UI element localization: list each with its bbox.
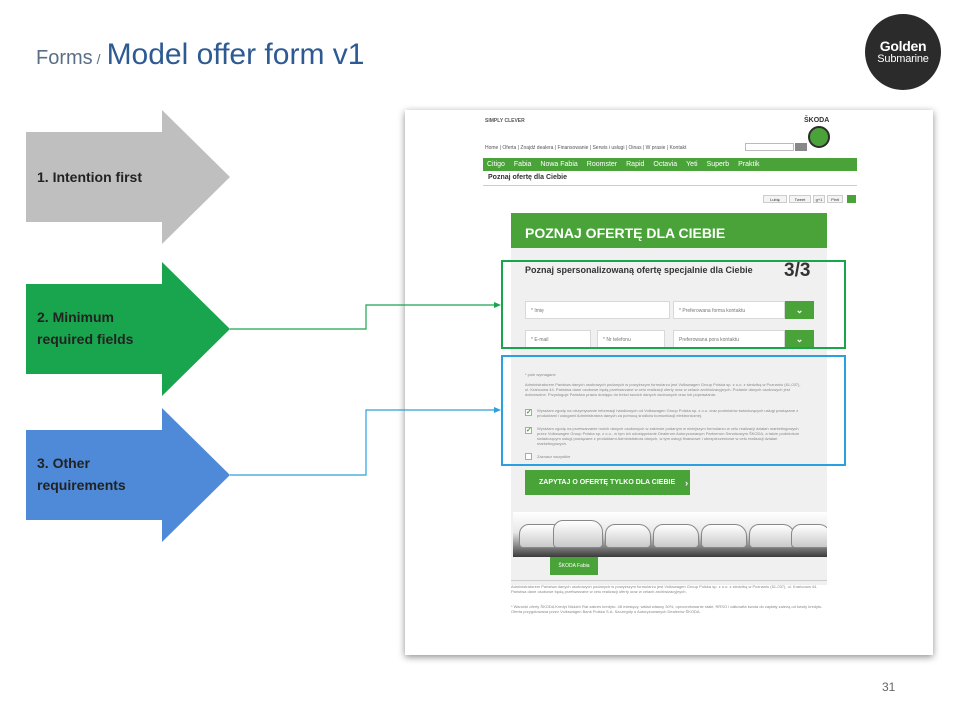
nav-item-praktik[interactable]: Praktik bbox=[738, 161, 760, 168]
arrow-shape bbox=[26, 262, 230, 396]
step-indicator: 3/3 bbox=[784, 260, 811, 281]
connector-arrowhead bbox=[494, 407, 501, 413]
consent-text-1: Wyrażam zgodę na otrzymywanie informacji… bbox=[537, 408, 799, 418]
simply-clever-tagline: SIMPLY CLEVER bbox=[485, 118, 525, 124]
chevron-down-icon[interactable]: ⌄ bbox=[785, 330, 814, 348]
page-number: 31 bbox=[882, 680, 896, 694]
select-all-checkbox[interactable] bbox=[525, 453, 532, 460]
required-note: * pole wymagane bbox=[525, 372, 556, 377]
car-image bbox=[749, 524, 795, 548]
arrow-shape bbox=[26, 110, 230, 244]
car-image bbox=[701, 524, 747, 548]
other-requirements-highlight bbox=[501, 355, 846, 466]
car-lineup-image bbox=[513, 512, 827, 557]
skoda-wordmark: ŠKODA bbox=[804, 117, 830, 124]
select-all-label: Zaznacz wszystkie bbox=[537, 454, 571, 459]
consent-checkbox-1[interactable]: ✓ bbox=[525, 409, 532, 416]
company-logo: Golden Submarine bbox=[865, 14, 941, 90]
cta-label: ZAPYTAJ O OFERTĘ TYLKO DLA CIEBIE bbox=[539, 479, 676, 486]
screenshot-page-heading: Poznaj ofertę dla Ciebie bbox=[488, 174, 567, 181]
search-button[interactable] bbox=[795, 143, 807, 151]
skoda-logo-icon bbox=[808, 126, 830, 148]
divider bbox=[511, 580, 827, 581]
nav-item-octavia[interactable]: Octavia bbox=[653, 161, 678, 168]
car-image bbox=[553, 520, 603, 548]
breadcrumb-separator: / bbox=[96, 51, 101, 67]
footer-note-1: Administratorem Państwa danych osobowych… bbox=[511, 584, 818, 594]
arrow-shape bbox=[26, 408, 230, 542]
chevron-down-icon[interactable]: ⌄ bbox=[785, 301, 814, 319]
divider bbox=[483, 185, 857, 186]
pinterest-button[interactable]: Pinit bbox=[827, 195, 843, 203]
car-image bbox=[791, 524, 827, 548]
request-offer-button[interactable]: ZAPYTAJ O OFERTĘ TYLKO DLA CIEBIE › bbox=[525, 470, 690, 495]
car-image bbox=[653, 524, 699, 548]
facebook-like-button[interactable]: Lubię bbox=[763, 195, 787, 203]
arrow-intention-first: 1. Intention first bbox=[26, 110, 230, 244]
consent-checkbox-2[interactable]: ✓ bbox=[525, 427, 532, 434]
nav-item-rapid[interactable]: Rapid bbox=[626, 161, 645, 168]
model-navigation: Citigo Fabia Nowa Fabia Roomster Rapid O… bbox=[483, 158, 857, 171]
logo-line-1: Golden bbox=[879, 38, 927, 54]
model-tag[interactable]: ŠKODA Fabia bbox=[550, 557, 598, 575]
nav-item-yeti[interactable]: Yeti bbox=[686, 161, 698, 168]
arrow-label: 3. Other requirements bbox=[37, 455, 126, 493]
nav-item-roomster[interactable]: Roomster bbox=[586, 161, 618, 168]
nav-item-superb[interactable]: Superb bbox=[706, 161, 730, 168]
chevron-right-icon: › bbox=[685, 477, 689, 488]
google-plus-button[interactable]: g+1 bbox=[813, 195, 825, 203]
connector-minimum-fields bbox=[230, 304, 496, 330]
breadcrumb: Forms bbox=[36, 47, 93, 69]
nav-item-nowa-fabia[interactable]: Nowa Fabia bbox=[540, 161, 578, 168]
share-icon[interactable] bbox=[847, 195, 856, 203]
footer-note-2: * Warunki oferty ŠKODA Kredyt Niskich Ra… bbox=[511, 604, 823, 614]
tweet-button[interactable]: Tweet bbox=[789, 195, 811, 203]
arrow-label: 1. Intention first bbox=[37, 169, 142, 185]
nav-item-citigo[interactable]: Citigo bbox=[487, 161, 505, 168]
car-image bbox=[605, 524, 651, 548]
arrow-other-requirements: 3. Other requirements bbox=[26, 408, 230, 542]
connector-other-requirements bbox=[230, 409, 496, 476]
top-navigation[interactable]: Home | Oferta | Znajdź dealera | Finanso… bbox=[485, 145, 687, 151]
search-input[interactable] bbox=[745, 143, 794, 151]
page-title: Model offer form v1 bbox=[106, 38, 365, 71]
admin-note: Administratorem Państwa danych osobowych… bbox=[525, 382, 801, 397]
form-banner: POZNAJ OFERTĘ DLA CIEBIE bbox=[511, 213, 827, 248]
logo-line-2: Submarine bbox=[877, 53, 929, 65]
consent-text-2: Wyrażam zgodę na przetwarzanie moich dan… bbox=[537, 426, 800, 446]
form-subtitle: Poznaj spersonalizowaną ofertę specjalni… bbox=[525, 265, 753, 275]
connector-arrowhead bbox=[494, 302, 501, 308]
contact-form-select[interactable]: * Preferowana forma kontaktu bbox=[673, 301, 785, 319]
slide-title: Forms/ Model offer form v1 bbox=[36, 38, 364, 72]
nav-item-fabia[interactable]: Fabia bbox=[513, 161, 532, 168]
arrow-label: 2. Minimum required fields bbox=[37, 309, 134, 347]
arrow-minimum-fields: 2. Minimum required fields bbox=[26, 262, 230, 396]
first-name-field[interactable]: * Imię bbox=[525, 301, 670, 319]
minimum-fields-highlight bbox=[501, 260, 846, 349]
